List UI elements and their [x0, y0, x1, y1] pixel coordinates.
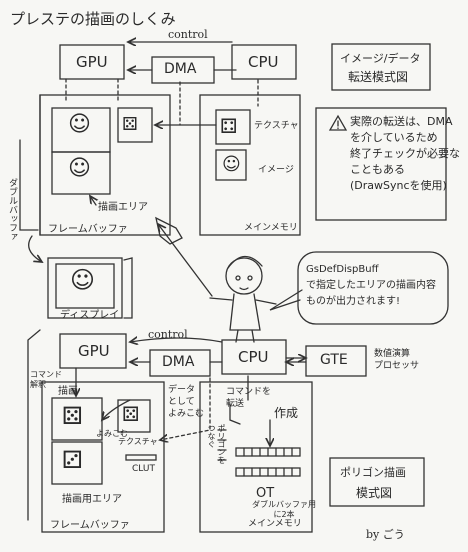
bottom-cpu-box [221, 339, 287, 375]
command-interpret-label: コマンド 解釈 [30, 370, 62, 389]
bottom-dma-box [149, 349, 211, 377]
bottom-dice-1: ⚄ [62, 402, 83, 430]
ot-label: OT [256, 486, 275, 501]
bottom-fb-texture [117, 399, 151, 433]
pointing-hand [155, 216, 183, 245]
top-mm-texture-label: テクスチャ [254, 121, 299, 131]
display-char: ☺ [70, 266, 96, 294]
polygon-connect-label: ポリゴンを つなぐ [207, 424, 226, 464]
top-char-face-2: ☺ [68, 156, 91, 181]
top-draw-area-label: 描画エリア [98, 202, 148, 213]
top-control-label: control [168, 28, 208, 41]
bottom-draw-area-label: 描画用エリア [62, 494, 122, 505]
bottom-control-arrow [130, 338, 223, 342]
top-cpu-box [231, 44, 297, 80]
bottom-framebuffer-region [41, 381, 165, 533]
warning-icon [328, 114, 348, 131]
bottom-dice-2: ⚂ [62, 446, 83, 474]
bottom-clut [125, 454, 157, 461]
legend-box [331, 43, 431, 91]
top-framebuffer-label: フレームバッファ [48, 224, 128, 235]
bottom-main-memory-region [199, 381, 313, 533]
bottom-clut-label: CLUT [132, 464, 155, 474]
top-mm-texture [215, 109, 251, 145]
top-char-image: ☺ [222, 154, 241, 175]
ot-table-1 [235, 447, 301, 457]
polygon-schematic-box [329, 457, 425, 507]
bottom-read-label: よみこむ [96, 429, 128, 438]
top-mm-image [215, 149, 247, 181]
legend-line-2: 転送模式図 [348, 70, 409, 84]
ot-table-2 [235, 467, 301, 477]
top-dma-label: DMA [164, 61, 197, 77]
top-mm-image-label: イメージ [258, 165, 294, 175]
bottom-dma-label: DMA [162, 354, 195, 370]
bottom-draw-area-2 [51, 441, 103, 485]
top-gpu-box [59, 44, 125, 80]
warning-text: 実際の転送は、DMA を介しているため 終了チェックが必要な こともある (Dr… [350, 115, 460, 192]
speech-bubble [297, 251, 449, 325]
bottom-control-label: control [148, 328, 188, 341]
character-doodle [209, 255, 277, 343]
top-gpu-label: GPU [76, 53, 108, 71]
speech-text: GsDefDispBuff で指定したエリアの描画内容 ものが出力されます! [306, 264, 436, 307]
signature: by ごう [366, 528, 405, 541]
legend-line-1: イメージ/データ [340, 52, 421, 65]
bottom-dice-texture: ⚄ [122, 402, 140, 426]
schematic-label: 模式図 [356, 486, 393, 500]
top-dice-mm: ⚃ [220, 114, 238, 138]
bottom-gpu-box [59, 333, 127, 369]
bottom-texture-label: テクスチャ [118, 437, 158, 446]
ot-note: ダブルバッファ用 に2本 [252, 500, 316, 519]
bottom-draw-label: 描画 [58, 386, 78, 397]
gte-note: 数値演算 プロセッサ [374, 349, 420, 371]
create-label: 作成 [274, 406, 299, 420]
bottom-cpu-label: CPU [238, 348, 269, 366]
fb-to-display-arrow [28, 235, 42, 262]
display-label: ディスプレイ [60, 310, 120, 321]
top-draw-area-2 [51, 151, 111, 195]
top-main-memory-region [199, 94, 301, 236]
double-buffer-label: ダブルバッファ [7, 178, 17, 241]
command-transfer-label: コマンドを 転送 [226, 387, 272, 409]
top-char-face-1: ☺ [68, 112, 91, 137]
top-cpu-label: CPU [248, 53, 279, 71]
bottom-data-label: データ として よみこむ [168, 385, 205, 419]
top-dice-texture: ⚄ [122, 114, 138, 135]
top-framebuffer-region [39, 94, 171, 236]
bottom-gte-label: GTE [320, 352, 348, 368]
top-fb-texture [117, 107, 153, 143]
warning-box [315, 107, 447, 221]
page-title: プレステの描画のしくみ [10, 10, 176, 28]
top-main-memory-label: メインメモリ [244, 223, 298, 233]
bottom-gpu-label: GPU [78, 342, 110, 360]
display-box [47, 257, 123, 319]
bottom-main-memory-label: メインメモリ [248, 519, 302, 529]
polygon-draw-label: ポリゴン描画 [340, 466, 406, 479]
bottom-framebuffer-label: フレームバッファ [50, 520, 130, 531]
